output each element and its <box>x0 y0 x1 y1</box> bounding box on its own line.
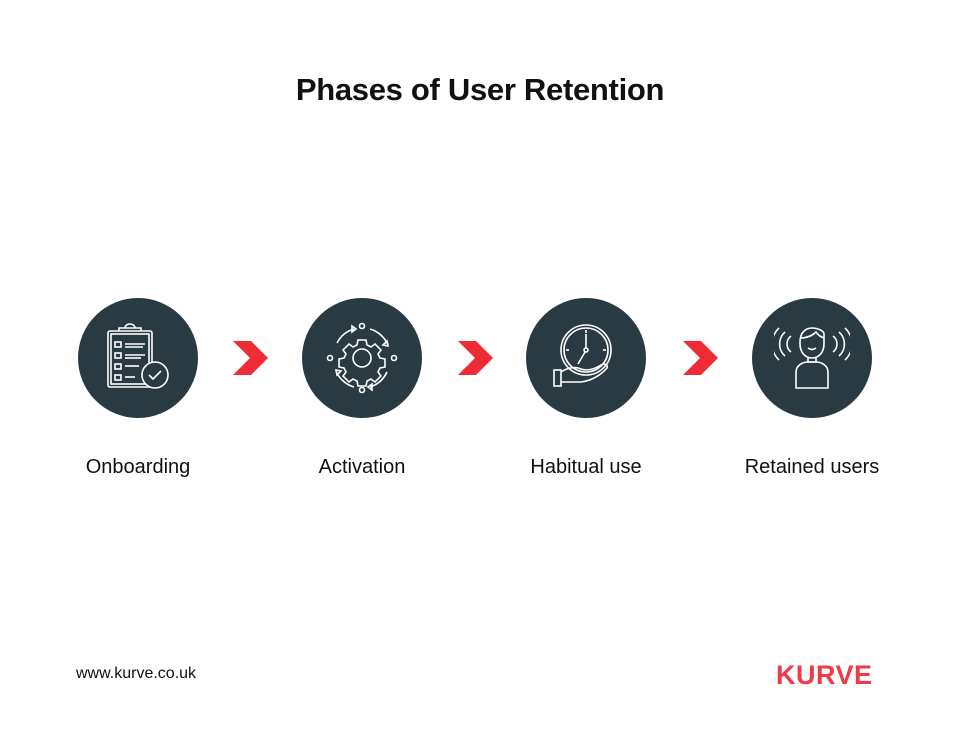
step-circle <box>302 298 422 418</box>
kurve-logo: KURVE <box>776 660 873 690</box>
step-onboarding: Onboarding <box>38 298 238 479</box>
step-circle <box>752 298 872 418</box>
step-activation: Activation <box>262 298 462 479</box>
chevron-right-icon <box>233 341 268 375</box>
chevron-right-icon <box>683 341 718 375</box>
gear-cycle-icon <box>326 322 398 394</box>
step-label: Habitual use <box>530 456 642 478</box>
step-label: Onboarding <box>85 456 191 478</box>
clock-hand-icon <box>553 324 612 387</box>
step-label: Retained users <box>744 456 880 478</box>
user-signal-icon <box>774 327 850 389</box>
clipboard-check-icon <box>107 323 169 389</box>
step-circle <box>78 298 198 418</box>
step-retained-users: Retained users <box>712 298 912 479</box>
page-title: Phases of User Retention <box>295 72 665 107</box>
step-circle <box>526 298 646 418</box>
step-label: Activation <box>318 456 406 478</box>
step-habitual-use: Habitual use <box>486 298 686 479</box>
website-url[interactable]: www.kurve.co.uk <box>76 665 197 682</box>
chevron-right-icon <box>458 341 493 375</box>
